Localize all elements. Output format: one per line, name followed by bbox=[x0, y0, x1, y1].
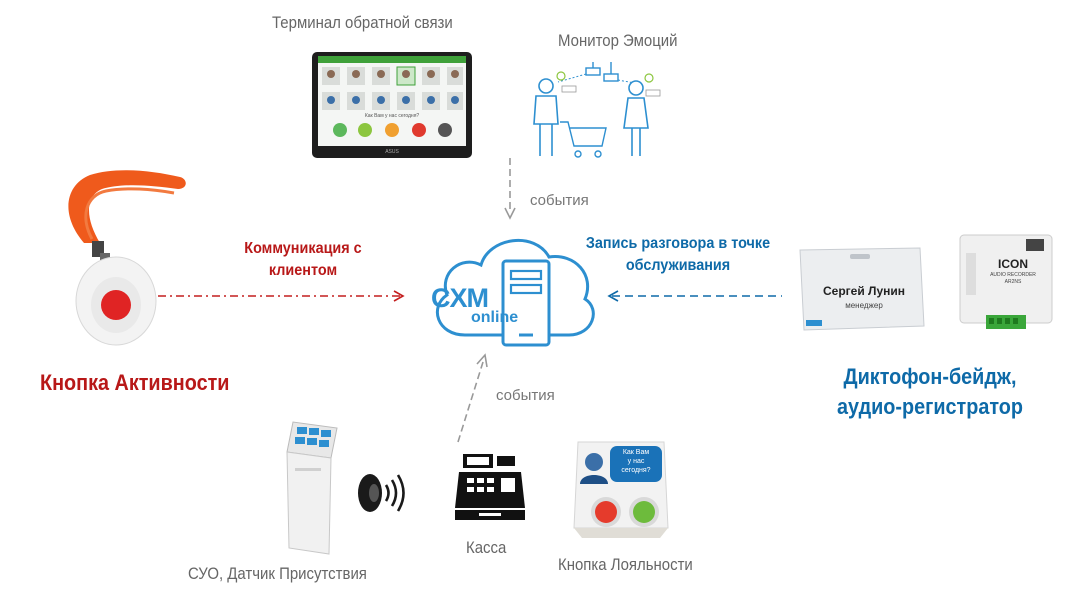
loyalty-label: Кнопка Лояльности bbox=[558, 555, 693, 574]
cxm-logo-text: CXM bbox=[431, 283, 489, 313]
lanyard-button-icon bbox=[40, 165, 190, 355]
camera-icon bbox=[585, 62, 619, 82]
loyalty-bubble: Как Вам у нас сегодня? bbox=[621, 449, 651, 474]
nfc-sensor-icon bbox=[356, 472, 412, 514]
tablet-brand: ASUS bbox=[385, 149, 399, 155]
events-top-label: события bbox=[530, 192, 589, 209]
recorder-title: ICON bbox=[998, 257, 1028, 271]
badge-icon: Сергей Лунин менеджер bbox=[796, 246, 926, 332]
cloud-server-icon: CXM online bbox=[425, 225, 600, 350]
cxm-logo-online: online bbox=[471, 309, 519, 326]
kiosk-icon bbox=[283, 418, 343, 556]
audio-recorder-icon: ICON AUDIO RECORDER AR2NS bbox=[956, 233, 1056, 333]
activity-button-label: Кнопка Активности bbox=[40, 370, 230, 395]
kassa-label: Касса bbox=[466, 538, 507, 557]
loyalty-button-icon: Как Вам у нас сегодня? bbox=[572, 440, 672, 540]
monitor-label: Монитор Эмоций bbox=[558, 31, 678, 50]
badge-role: менеджер bbox=[845, 301, 883, 310]
badge-name: Сергей Лунин bbox=[822, 284, 906, 298]
recorder-sub1: AUDIO RECORDER bbox=[990, 272, 1036, 278]
tablet-question: Как Вам у нас сегодня? bbox=[364, 113, 420, 119]
suo-label: СУО, Датчик Присутствия bbox=[188, 564, 367, 583]
shopper-icon bbox=[528, 62, 663, 162]
communication-label: Коммуникация с клиентом bbox=[244, 240, 362, 279]
events-bottom-label: события bbox=[496, 387, 555, 404]
tablet-icon: ASUS Как Вам у нас сегодня? bbox=[312, 52, 472, 158]
terminal-label: Терминал обратной связи bbox=[272, 13, 453, 32]
cash-register-icon bbox=[455, 452, 525, 520]
recorder-label: Диктофон-бейдж, аудио-регистратор bbox=[837, 364, 1023, 419]
recorder-sub2: AR2NS bbox=[1004, 279, 1022, 285]
recording-label: Запись разговора в точке обслуживания bbox=[585, 235, 771, 274]
